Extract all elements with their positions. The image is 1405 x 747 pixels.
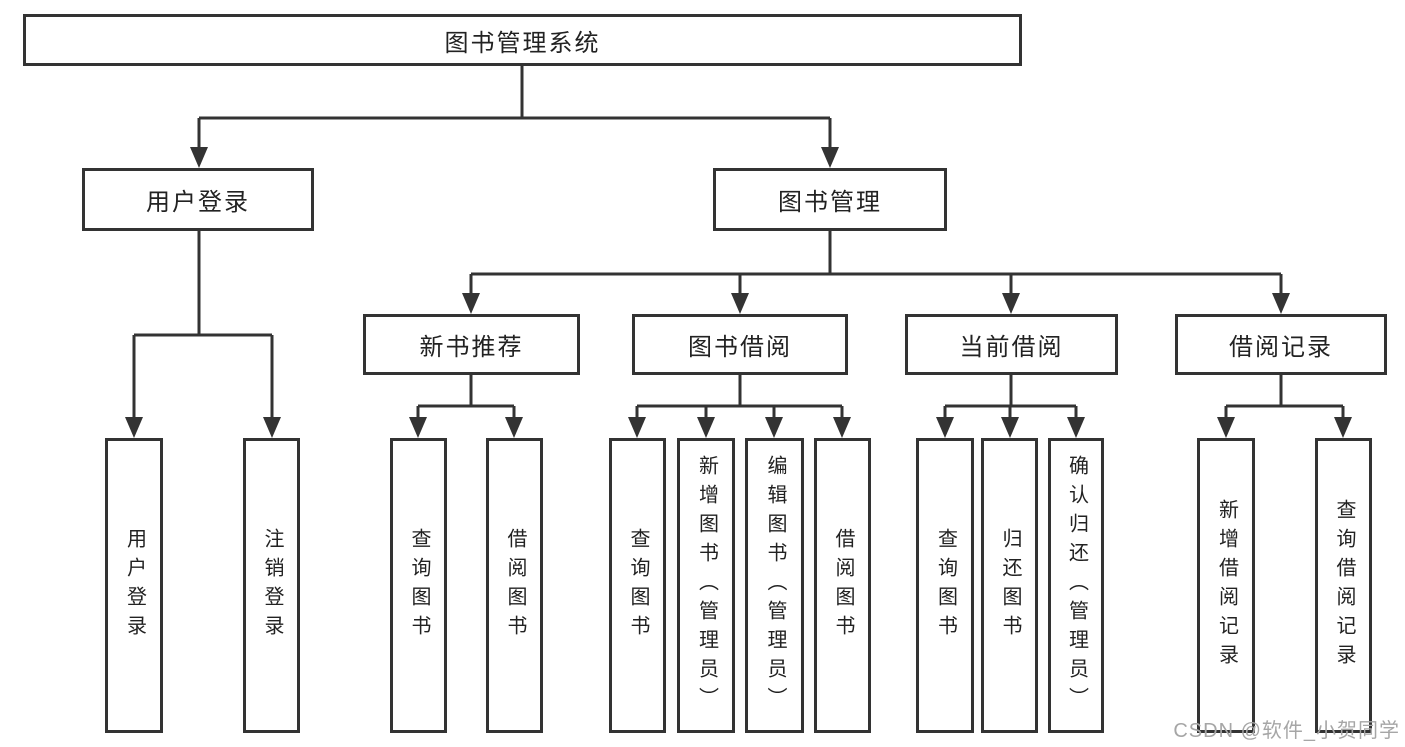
node-leaf-query-borrow-record: 查询借阅记录 (1315, 438, 1372, 733)
node-leaf-borrow-book-1-label: 借阅图书 (504, 527, 526, 644)
node-leaf-query-book-1: 查询图书 (390, 438, 447, 733)
arrow-down-icon (462, 293, 480, 314)
node-leaf-edit-book-admin: 编辑图书（管理员） (745, 438, 804, 733)
node-leaf-query-book-2-label: 查询图书 (627, 527, 649, 644)
node-root-label: 图书管理系统 (444, 29, 601, 57)
arrow-down-icon (1334, 417, 1352, 438)
node-book-borrow: 图书借阅 (632, 314, 848, 375)
node-leaf-query-borrow-record-label: 查询借阅记录 (1333, 498, 1355, 673)
node-book-borrow-label: 图书借阅 (688, 334, 792, 361)
node-leaf-logout-label: 注销登录 (261, 527, 283, 644)
node-leaf-query-book-3: 查询图书 (916, 438, 974, 733)
connector-user-login (125, 231, 281, 438)
node-leaf-edit-book-admin-label: 编辑图书（管理员） (764, 455, 786, 716)
node-user-login-label: 用户登录 (146, 189, 250, 216)
arrow-down-icon (1002, 293, 1020, 314)
arrow-down-icon (1217, 417, 1235, 438)
connector-book-management (462, 231, 1290, 314)
node-new-book-recommend: 新书推荐 (363, 314, 580, 375)
arrow-down-icon (821, 147, 839, 168)
node-leaf-return-book: 归还图书 (981, 438, 1038, 733)
node-root: 图书管理系统 (23, 14, 1022, 66)
arrow-down-icon (697, 417, 715, 438)
connector-root (190, 66, 839, 168)
arrow-down-icon (1272, 293, 1290, 314)
arrow-down-icon (731, 293, 749, 314)
node-leaf-add-borrow-record-label: 新增借阅记录 (1215, 498, 1238, 673)
arrow-down-icon (505, 417, 523, 438)
arrow-down-icon (125, 417, 143, 438)
connector-current-borrow (936, 375, 1085, 438)
node-leaf-confirm-return-admin: 确认归还（管理员） (1048, 438, 1104, 733)
node-leaf-borrow-book-1: 借阅图书 (486, 438, 543, 733)
node-leaf-return-book-label: 归还图书 (999, 527, 1021, 644)
node-leaf-query-book-1-label: 查询图书 (408, 527, 430, 644)
node-leaf-confirm-return-admin-label: 确认归还（管理员） (1065, 455, 1088, 716)
node-current-borrow: 当前借阅 (905, 314, 1118, 375)
node-new-book-recommend-label: 新书推荐 (419, 334, 524, 361)
node-leaf-logout: 注销登录 (243, 438, 300, 733)
arrow-down-icon (936, 417, 954, 438)
node-borrow-records: 借阅记录 (1175, 314, 1387, 375)
node-leaf-add-book-admin: 新增图书（管理员） (677, 438, 735, 733)
arrow-down-icon (765, 417, 783, 438)
connector-book-borrow (628, 375, 851, 438)
node-current-borrow-label: 当前借阅 (959, 334, 1064, 361)
node-leaf-add-borrow-record: 新增借阅记录 (1197, 438, 1255, 733)
connector-borrow-records (1217, 375, 1352, 438)
node-leaf-borrow-book-2: 借阅图书 (814, 438, 871, 733)
node-leaf-user-login: 用户登录 (105, 438, 163, 733)
node-leaf-user-login-label: 用户登录 (123, 527, 146, 644)
node-book-management: 图书管理 (713, 168, 947, 231)
arrow-down-icon (833, 417, 851, 438)
arrow-down-icon (263, 417, 281, 438)
node-borrow-records-label: 借阅记录 (1229, 334, 1333, 361)
csdn-watermark: CSDN @软件_小贺同学 (1173, 720, 1400, 742)
node-leaf-borrow-book-2-label: 借阅图书 (832, 527, 854, 644)
node-book-management-label: 图书管理 (778, 189, 882, 216)
arrow-down-icon (1001, 417, 1019, 438)
arrow-down-icon (190, 147, 208, 168)
node-leaf-query-book-3-label: 查询图书 (934, 527, 957, 644)
node-user-login: 用户登录 (82, 168, 314, 231)
arrow-down-icon (628, 417, 646, 438)
connector-new-book-recommend (409, 375, 523, 438)
node-leaf-add-book-admin-label: 新增图书（管理员） (695, 455, 718, 716)
arrow-down-icon (409, 417, 427, 438)
arrow-down-icon (1067, 417, 1085, 438)
node-leaf-query-book-2: 查询图书 (609, 438, 666, 733)
